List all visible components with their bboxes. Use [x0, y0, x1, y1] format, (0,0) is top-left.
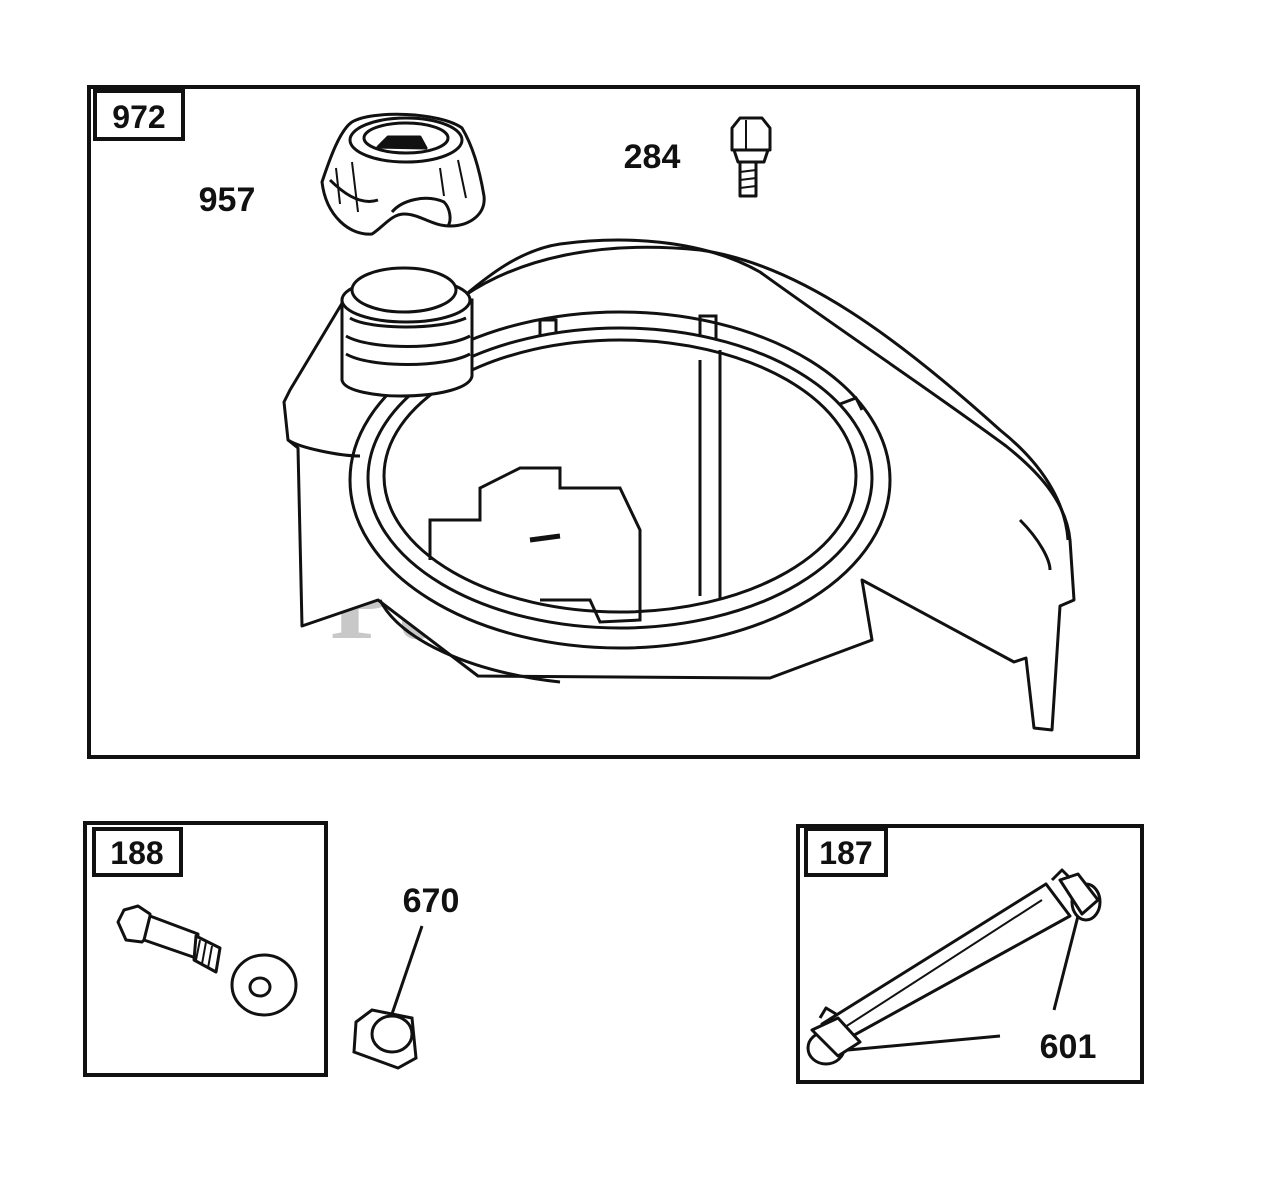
bolt[interactable]: [116, 904, 222, 974]
callout-670-label: 670: [403, 882, 460, 920]
fuel-cap-957[interactable]: [320, 112, 486, 236]
callout-601-label: 601: [1040, 1028, 1097, 1066]
group-187-frame: 187: [796, 824, 1144, 1084]
filler-neck: [340, 266, 474, 398]
callout-601-leaders: [847, 915, 1080, 1052]
callout-957-label: 957: [199, 181, 256, 219]
fitting-284[interactable]: [730, 116, 772, 198]
callout-670-leader: [390, 925, 424, 1015]
fuel-line[interactable]: [806, 824, 1102, 1066]
group-972-frame: 972: [87, 85, 1140, 759]
group-972-label: 972: [112, 99, 165, 135]
tank-ring: [348, 310, 892, 650]
group-187-label: 187: [819, 835, 872, 871]
group-188-frame: 188: [83, 821, 328, 1077]
callout-284-label: 284: [624, 138, 681, 176]
group-188-label: 188: [110, 835, 163, 871]
spacer-670[interactable]: [352, 1008, 418, 1070]
washer[interactable]: [230, 953, 298, 1017]
